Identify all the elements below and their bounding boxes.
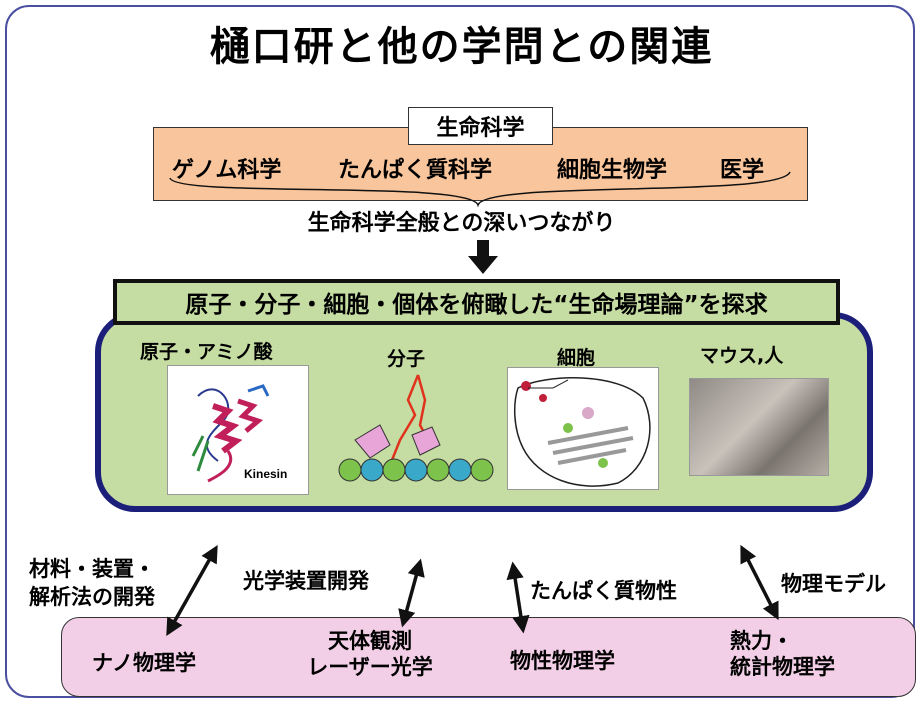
- field-genomics: ゲノム科学: [172, 158, 282, 183]
- level-label-atom: 原子・アミノ酸: [140, 341, 273, 363]
- mouse-photo: [689, 378, 829, 476]
- arrow-optics: [398, 558, 425, 628]
- field-medicine: 医学: [720, 158, 765, 183]
- life-science-header: 生命科学: [408, 107, 553, 145]
- cell-icon: [513, 377, 651, 487]
- slide-frame: [5, 5, 915, 698]
- physics-astronomy-line2: レーザー光学: [307, 655, 433, 680]
- level-label-cell: 細胞: [557, 347, 596, 369]
- kinesin-structure-image: Kinesin: [167, 365, 309, 495]
- connection-text: 生命科学全般との深いつながり: [307, 211, 616, 236]
- cell-diagram-image: [507, 367, 659, 490]
- relation-optics-development: 光学装置開発: [243, 569, 369, 593]
- physics-astronomy-line1: 天体観測: [328, 629, 412, 653]
- physics-astronomy: 天体観測 レーザー光学: [285, 628, 455, 681]
- relation-materials-line2: 解析法の開発: [29, 585, 155, 609]
- field-protein-science: たんぱく質科学: [338, 158, 493, 183]
- relation-protein-properties: たんぱく質物性: [530, 579, 677, 603]
- physics-nano: ナノ物理学: [92, 651, 196, 675]
- brace-icon: [169, 171, 791, 208]
- physics-condensed-matter: 物性物理学: [510, 649, 615, 673]
- kinesin-caption: Kinesin: [244, 467, 287, 481]
- physics-thermo-line2: 統計物理学: [730, 655, 835, 680]
- life-field-banner: 原子・分子・細胞・個体を俯瞰した“生命場理論”を探求: [113, 279, 840, 325]
- arrow-materials: [166, 544, 218, 637]
- molecular-motor-diagram: [338, 374, 494, 482]
- arrow-protein: [506, 561, 530, 634]
- relation-materials-line1: 材料・装置・: [29, 557, 155, 581]
- field-cell-biology: 細胞生物学: [557, 158, 668, 183]
- level-label-molecule: 分子: [387, 348, 426, 370]
- physics-thermo-line1: 熱力・: [730, 629, 793, 653]
- down-arrow-icon: [468, 240, 498, 274]
- relation-physics-model: 物理モデル: [781, 572, 886, 596]
- arrow-model: [740, 544, 779, 621]
- protein-ribbon-icon: Kinesin: [191, 384, 287, 483]
- slide-title: 樋口研と他の学問との関連: [209, 24, 714, 70]
- level-label-organism: マウス,人: [700, 345, 784, 367]
- physics-thermo: 熱力・ 統計物理学: [730, 628, 835, 681]
